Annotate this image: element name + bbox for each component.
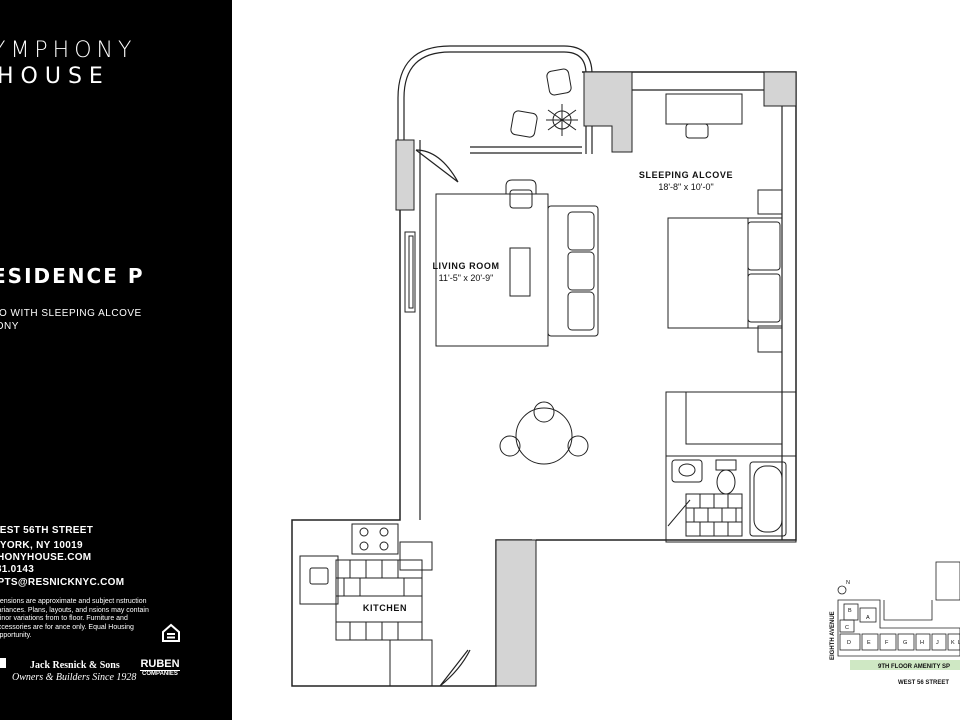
living-room-dims: 11'-5" x 20'-9" xyxy=(439,273,494,283)
tv-console xyxy=(404,231,416,313)
unit-b: B xyxy=(848,608,852,614)
brand-line-1: YMPHONY xyxy=(0,38,137,63)
column-northeast xyxy=(763,71,797,107)
unit-k: K xyxy=(951,640,955,646)
developer-tagline: Owners & Builders Since 1928 xyxy=(12,672,137,683)
equal-housing-icon xyxy=(162,623,180,642)
unit-f: F xyxy=(885,640,889,646)
refrigerator xyxy=(399,541,433,571)
sleeping-alcove-dims: 18'-8" x 10'-0" xyxy=(658,182,713,192)
balcony-chair xyxy=(546,68,572,96)
closet xyxy=(685,391,783,445)
bed xyxy=(667,217,783,329)
dining-table xyxy=(515,407,573,465)
unit-e: E xyxy=(867,640,871,646)
nightstand xyxy=(757,189,783,215)
balcony-rail-inner xyxy=(403,51,587,154)
pillow xyxy=(747,221,781,271)
armchair xyxy=(505,179,537,194)
floor-plan: SLEEPING ALCOVE 18'-8" x 10'-0" LIVING R… xyxy=(291,45,960,687)
north-label: N xyxy=(846,580,850,586)
disclaimer-text: mensions are approximate and subject nst… xyxy=(0,598,149,639)
unit-g: G xyxy=(903,640,907,646)
bathroom-sink xyxy=(671,459,703,483)
kitchen-sink xyxy=(299,555,339,605)
kitchen-label: KITCHEN xyxy=(363,603,407,613)
key-plan: N B A C D E F G H J K L 9TH FLOOR AMENIT… xyxy=(830,561,960,686)
unit-h: H xyxy=(920,640,924,646)
amenity-label: 9TH FLOOR AMENITY SP xyxy=(878,664,950,670)
info-panel: YMPHONY HOUSE ESIDENCE P DIO WITH SLEEPI… xyxy=(0,0,232,720)
brand-line-2: HOUSE xyxy=(0,64,110,89)
website-link[interactable]: PHONYHOUSE.COM xyxy=(0,552,92,563)
kitchen-floor-tile xyxy=(335,559,423,641)
phone-number[interactable]: 581.0143 xyxy=(0,564,35,575)
residence-feature: CONY xyxy=(0,321,19,332)
address-city: V YORK, NY 10019 xyxy=(0,540,83,551)
unit-l: L xyxy=(958,640,960,646)
balcony-rail-outer xyxy=(397,45,593,154)
sleeping-alcove-label: SLEEPING ALCOVE xyxy=(639,170,733,180)
entry-door-swing xyxy=(439,649,471,687)
ruben-logo-text: RUBEN xyxy=(140,658,180,670)
unit-j: J xyxy=(936,640,939,646)
partial-logo xyxy=(0,658,6,668)
column-south xyxy=(495,539,537,687)
bathtub xyxy=(749,461,787,537)
key-plan-avenue: EIGHTH AVENUE xyxy=(830,611,836,660)
ruben-logo-subtext: COMPANIES xyxy=(140,670,180,678)
developer-name: Jack Resnick & Sons xyxy=(30,660,120,671)
column-northwest xyxy=(395,139,415,211)
toilet xyxy=(715,459,737,471)
column-north xyxy=(583,71,633,153)
residence-title: ESIDENCE P xyxy=(0,264,145,288)
ruben-companies-logo: RUBEN COMPANIES xyxy=(140,658,180,678)
coffee-table xyxy=(509,247,531,297)
amenity-band xyxy=(850,660,960,670)
balcony-door-swing xyxy=(415,149,459,183)
unit-d: D xyxy=(847,640,851,646)
desk-chair xyxy=(685,123,709,139)
unit-c: C xyxy=(845,625,849,631)
desk xyxy=(665,93,743,125)
residence-type: DIO WITH SLEEPING ALCOVE xyxy=(0,308,142,319)
address-street: WEST 56TH STREET xyxy=(0,525,94,536)
cooktop xyxy=(351,523,399,555)
sofa xyxy=(547,205,599,337)
key-plan-street: WEST 56 STREET xyxy=(898,680,949,686)
kitchen-closet xyxy=(389,639,433,687)
dining-chair xyxy=(533,401,555,423)
living-room-label: LIVING ROOM xyxy=(432,261,499,271)
unit-a: A xyxy=(866,615,870,621)
email-link[interactable]: APTS@RESNICKNYC.COM xyxy=(0,577,125,588)
north-arrow-icon xyxy=(837,585,847,595)
